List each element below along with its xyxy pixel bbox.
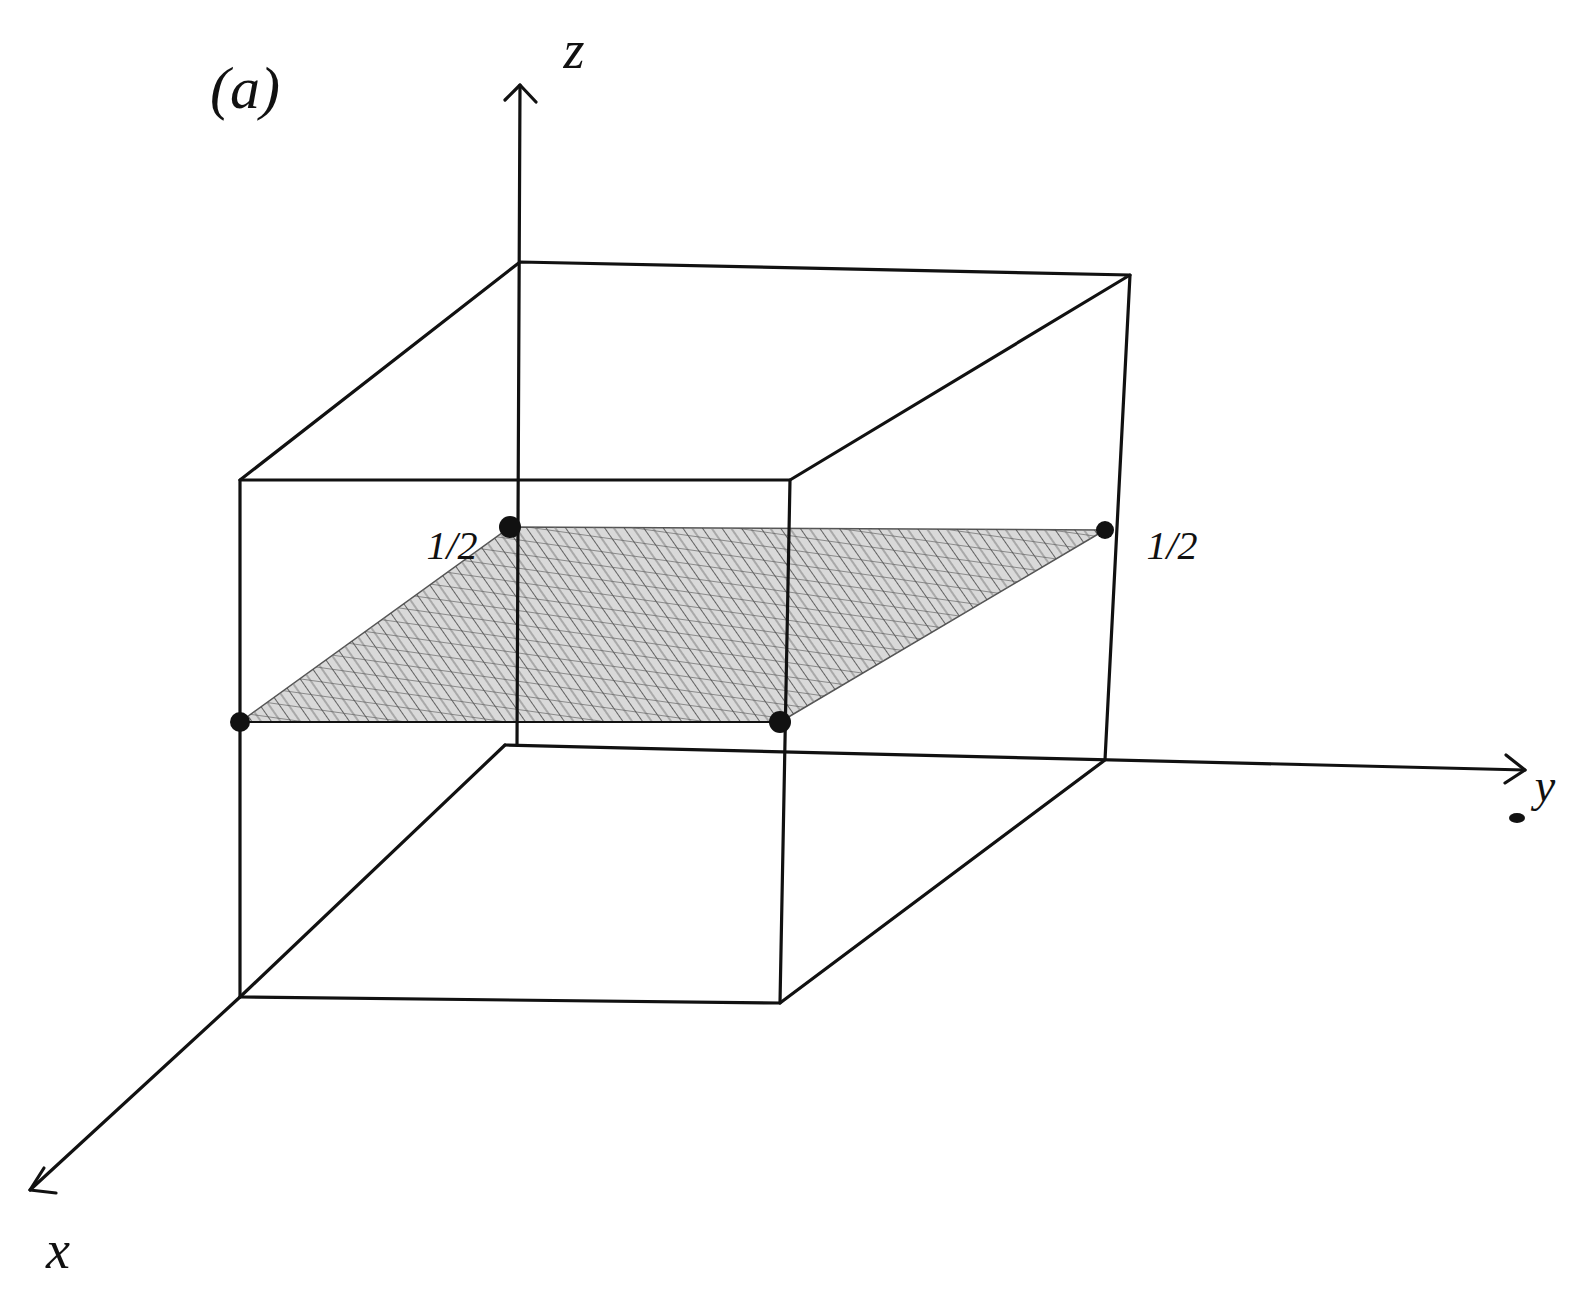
- plane-front-edge: [240, 721, 780, 723]
- plane-hatch: [240, 527, 1105, 722]
- cube-hidden-edge: [240, 745, 505, 997]
- y-axis: [505, 745, 1525, 770]
- plane-corner-dot: [499, 516, 521, 538]
- axis-label: x: [46, 1223, 70, 1277]
- cube-front-face: [240, 480, 790, 1003]
- x-axis: [30, 997, 240, 1190]
- stray-mark: [1509, 813, 1525, 823]
- y-arrowhead: [1505, 755, 1525, 783]
- shaded-plane: [240, 527, 1105, 722]
- axis-label: z: [563, 23, 584, 77]
- plane-corner-dot: [230, 712, 250, 732]
- coordinate-value: 1/2: [1146, 526, 1197, 566]
- plane-corner-dot: [769, 711, 791, 733]
- z-axis: [517, 85, 520, 745]
- coordinate-value: 1/2: [426, 526, 477, 566]
- z-arrowhead: [505, 85, 536, 102]
- plane-corner-dot: [1096, 521, 1114, 539]
- cube-right-edges: [780, 275, 1130, 1003]
- x-arrowhead: [30, 1168, 56, 1193]
- axis-label: y: [1535, 763, 1555, 809]
- figure-letter: (a): [210, 58, 280, 118]
- plane-hatch: [240, 527, 1105, 722]
- cube-top-edges: [240, 262, 1130, 480]
